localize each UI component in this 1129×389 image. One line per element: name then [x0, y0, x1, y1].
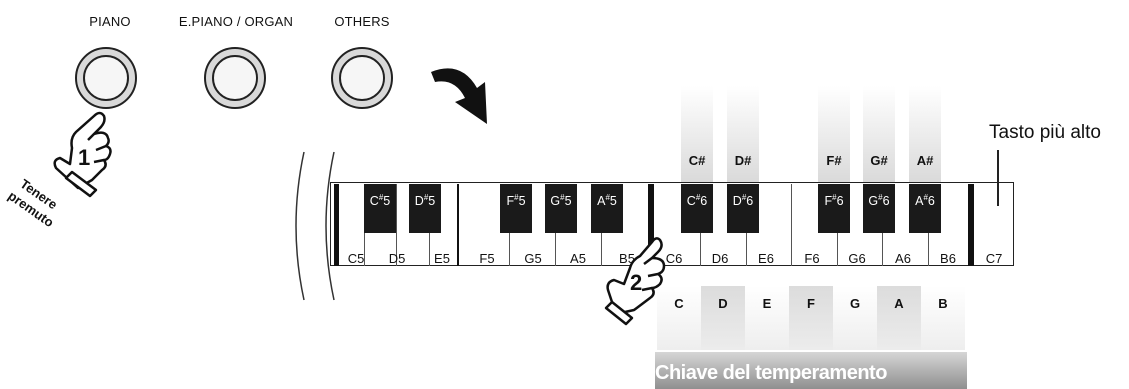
sharp-tab-f: F#: [818, 86, 850, 182]
black-key-ds6[interactable]: D#6: [727, 184, 759, 233]
button-label-piano: PIANO: [89, 14, 131, 29]
black-key-gs5[interactable]: G#5: [545, 184, 577, 233]
white-key-f6[interactable]: F6: [804, 251, 820, 266]
sharp-tab-g: G#: [863, 86, 895, 182]
epiano-organ-button[interactable]: [203, 46, 267, 110]
black-key-fs6[interactable]: F#6: [818, 184, 850, 233]
temperament-key-b[interactable]: B: [921, 286, 965, 350]
temperament-key-caption: Chiave del temperamento: [655, 352, 967, 389]
temperament-key-c[interactable]: C: [657, 286, 701, 350]
white-key-f5[interactable]: F5: [479, 251, 495, 266]
white-key-b5[interactable]: B5: [619, 251, 635, 266]
button-label-epiano-organ: E.PIANO / ORGAN: [178, 14, 294, 29]
hand-pointer-icon-1: [53, 111, 112, 198]
white-key-d6[interactable]: D6: [711, 251, 729, 266]
temperament-key-g[interactable]: G: [833, 286, 877, 350]
white-key-g5[interactable]: G5: [524, 251, 542, 266]
sharp-tab-c: C#: [681, 86, 713, 182]
hand-1-number: 1: [78, 145, 91, 170]
white-key-e6[interactable]: E6: [758, 251, 774, 266]
sharp-tab-d: D#: [727, 86, 759, 182]
temperament-key-f[interactable]: F: [789, 286, 833, 350]
black-key-as6[interactable]: A#6: [909, 184, 941, 233]
temperament-key-e[interactable]: E: [745, 286, 789, 350]
curved-arrow-icon: [431, 68, 487, 124]
hand-2-number: 2: [630, 270, 643, 295]
black-key-gs6[interactable]: G#6: [863, 184, 895, 233]
black-key-ds5[interactable]: D#5: [409, 184, 441, 233]
black-key-cs6[interactable]: C#6: [681, 184, 713, 233]
highest-key-leader-line: [997, 150, 999, 206]
white-key-c6[interactable]: C6: [665, 251, 683, 266]
black-key-fs5[interactable]: F#5: [500, 184, 532, 233]
white-key-d5[interactable]: D5: [388, 251, 406, 266]
highest-key-label: Tasto più alto: [989, 122, 1101, 143]
white-key-a6[interactable]: A6: [895, 251, 911, 266]
white-key-g6[interactable]: G6: [848, 251, 866, 266]
temperament-key-a[interactable]: A: [877, 286, 921, 350]
white-key-c7[interactable]: C7: [985, 251, 1003, 266]
piano-keyboard: [330, 182, 1014, 266]
white-key-e5[interactable]: E5: [434, 251, 450, 266]
button-label-others: OTHERS: [334, 14, 390, 29]
black-key-cs5[interactable]: C#5: [364, 184, 396, 233]
white-key-a5[interactable]: A5: [570, 251, 586, 266]
temperament-key-d[interactable]: D: [701, 286, 745, 350]
black-key-as5[interactable]: A#5: [591, 184, 623, 233]
white-key-b6[interactable]: B6: [940, 251, 956, 266]
sharp-tab-a: A#: [909, 86, 941, 182]
hand-pointer-icon-2: [604, 237, 666, 326]
piano-button[interactable]: [74, 46, 138, 110]
keyboard-break-mark: [295, 151, 335, 301]
others-button[interactable]: [330, 46, 394, 110]
white-key-c5[interactable]: C5: [347, 251, 365, 266]
